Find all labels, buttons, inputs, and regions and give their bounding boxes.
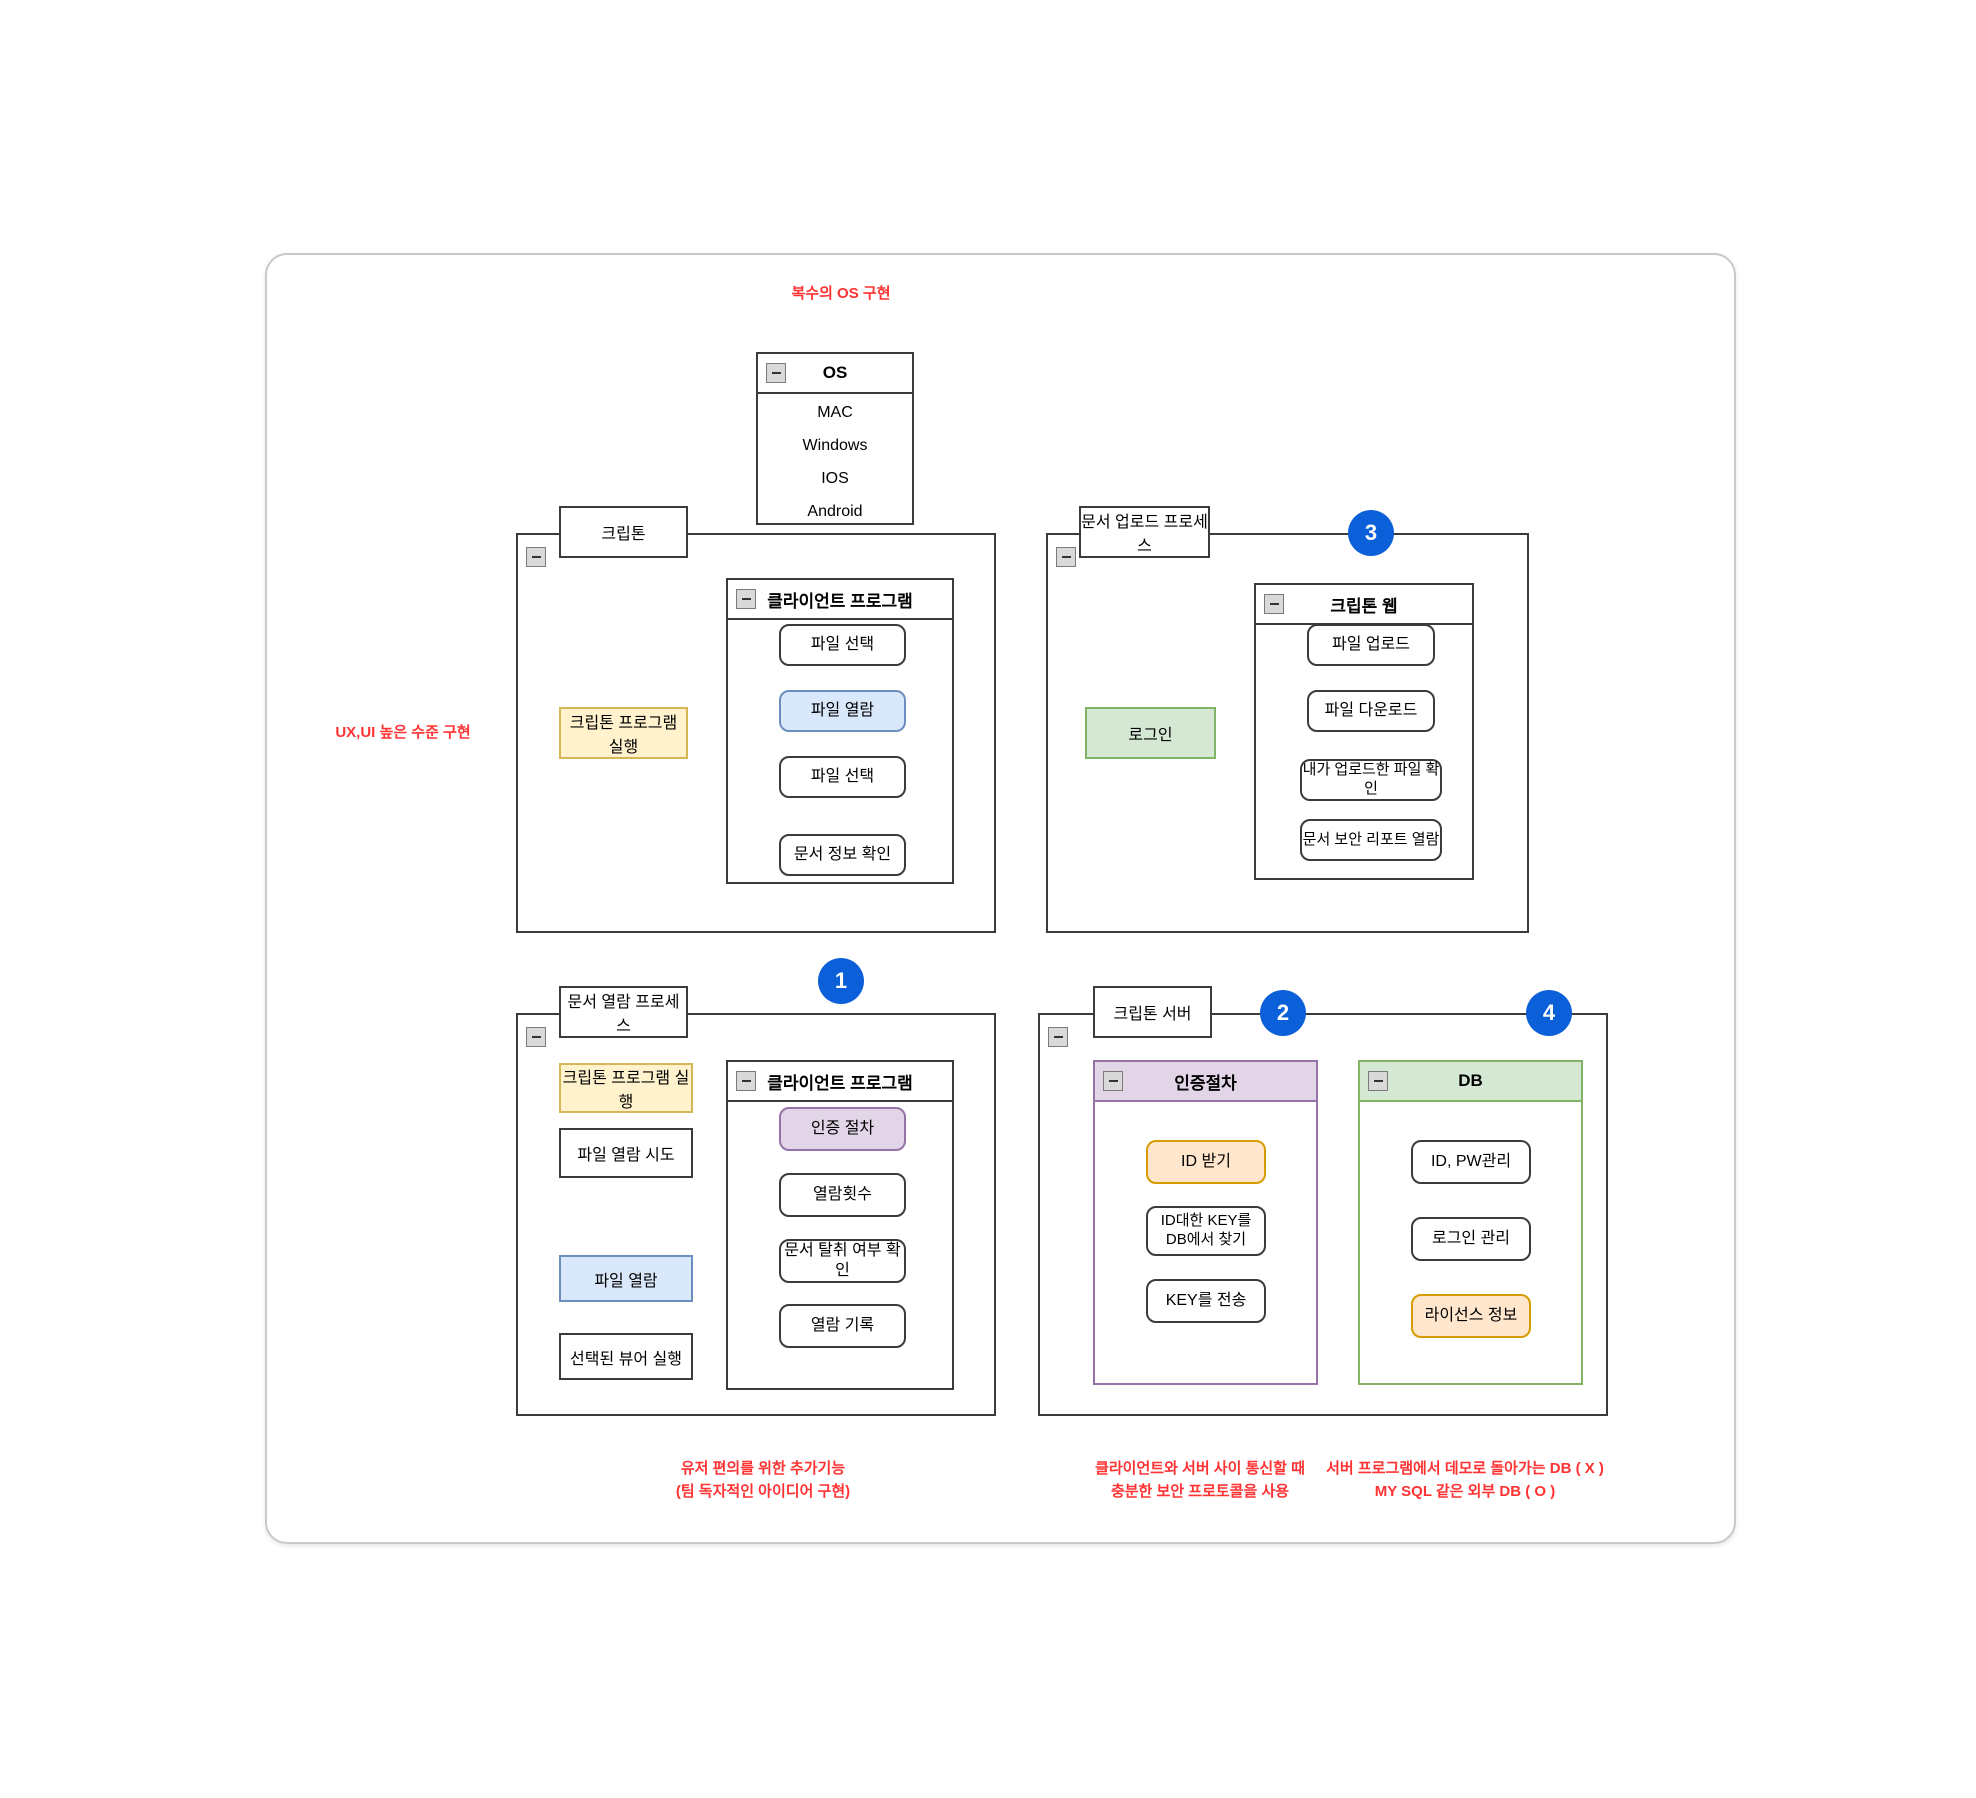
- tab-view-process[interactable]: 문서 열람 프로세스: [559, 986, 688, 1038]
- os-item: IOS: [821, 470, 849, 487]
- tab-크립톤[interactable]: 크립톤: [559, 506, 688, 558]
- os-title-label: OS: [822, 363, 848, 382]
- badge-1[interactable]: 1: [818, 958, 864, 1004]
- upload-action-0[interactable]: 파일 업로드: [1307, 624, 1435, 666]
- frame-client-program-title: 클라이언트 프로그램: [728, 580, 952, 620]
- panel-upload: [1046, 533, 1529, 933]
- collapse-icon[interactable]: [1103, 1071, 1123, 1091]
- frame-title-label: 크립톤 웹: [1330, 596, 1398, 616]
- client-trigger[interactable]: 크립톤 프로그램 실행: [559, 707, 688, 759]
- tab-upload-process[interactable]: 문서 업로드 프로세스: [1079, 506, 1210, 558]
- frame-title-label: 인증절차: [1174, 1073, 1237, 1093]
- tab-krypton-server[interactable]: 크립톤 서버: [1093, 986, 1212, 1038]
- collapse-icon[interactable]: [766, 363, 786, 383]
- upload-action-1[interactable]: 파일 다운로드: [1307, 690, 1435, 732]
- os-item: Windows: [802, 437, 868, 454]
- note-db: 서버 프로그램에서 데모로 돌아가는 DB ( X ) MY SQL 같은 외부…: [1326, 1460, 1604, 1500]
- frame-title-label: 클라이언트 프로그램: [767, 591, 913, 611]
- frame-db-title: DB: [1360, 1062, 1581, 1102]
- upload-trigger[interactable]: 로그인: [1085, 707, 1216, 759]
- collapse-icon[interactable]: [1056, 547, 1076, 567]
- badge-2[interactable]: 2: [1260, 990, 1306, 1036]
- os-item: MAC: [817, 404, 853, 421]
- panel-view: [516, 1013, 996, 1416]
- collapse-icon[interactable]: [1264, 594, 1284, 614]
- note-os: 복수의 OS 구현: [791, 285, 891, 302]
- frame-auth-border: [1093, 1060, 1318, 1385]
- note-extra: 유저 편의를 위한 추가기능 (팀 독자적인 아이디어 구현): [675, 1460, 851, 1500]
- db-item-2[interactable]: 라이선스 정보: [1411, 1294, 1531, 1338]
- frame-krypton-web-title: 크립톤 웹: [1256, 585, 1472, 625]
- db-item-0[interactable]: ID, PW관리: [1411, 1140, 1531, 1184]
- client-action-0[interactable]: 파일 선택: [779, 624, 906, 666]
- collapse-icon[interactable]: [736, 589, 756, 609]
- panel-server: [1038, 1013, 1608, 1416]
- note-protocol: 클라이언트와 서버 사이 통신할 때 충분한 보안 프로토콜을 사용: [1095, 1460, 1305, 1500]
- frame-db-border: [1358, 1060, 1583, 1385]
- frame-view-client-program-title: 클라이언트 프로그램: [728, 1062, 952, 1102]
- note-ux: UX,UI 높은 수준 구현: [335, 724, 471, 741]
- frame-title-label: 클라이언트 프로그램: [767, 1073, 913, 1093]
- view-action-2[interactable]: 문서 탈취 여부 확인: [779, 1239, 906, 1283]
- view-flow-0[interactable]: 크립톤 프로그램 실행: [559, 1063, 693, 1113]
- os-card-body: MAC Windows IOS Android: [758, 394, 912, 525]
- view-flow-2[interactable]: 파일 열람: [559, 1255, 693, 1302]
- client-action-3[interactable]: 문서 정보 확인: [779, 834, 906, 876]
- client-action-1[interactable]: 파일 열람: [779, 690, 906, 732]
- view-flow-1[interactable]: 파일 열람 시도: [559, 1128, 693, 1178]
- client-action-2[interactable]: 파일 선택: [779, 756, 906, 798]
- upload-action-2[interactable]: 내가 업로드한 파일 확인: [1300, 759, 1442, 801]
- collapse-icon[interactable]: [1368, 1071, 1388, 1091]
- view-action-0[interactable]: 인증 절차: [779, 1107, 906, 1151]
- db-item-1[interactable]: 로그인 관리: [1411, 1217, 1531, 1261]
- collapse-icon[interactable]: [736, 1071, 756, 1091]
- badge-3[interactable]: 3: [1348, 510, 1394, 556]
- upload-action-3[interactable]: 문서 보안 리포트 열람: [1300, 819, 1442, 861]
- badge-4[interactable]: 4: [1526, 990, 1572, 1036]
- panel-client: [516, 533, 996, 933]
- auth-item-1[interactable]: ID대한 KEY를 DB에서 찾기: [1146, 1206, 1266, 1256]
- os-card: OS MAC Windows IOS Android: [756, 352, 914, 525]
- auth-item-2[interactable]: KEY를 전송: [1146, 1279, 1266, 1323]
- auth-item-0[interactable]: ID 받기: [1146, 1140, 1266, 1184]
- collapse-icon[interactable]: [526, 547, 546, 567]
- frame-title-label: DB: [1458, 1071, 1483, 1090]
- frame-auth-title: 인증절차: [1095, 1062, 1316, 1102]
- os-item: Android: [807, 503, 863, 520]
- collapse-icon[interactable]: [526, 1027, 546, 1047]
- view-action-3[interactable]: 열람 기록: [779, 1304, 906, 1348]
- os-card-title: OS: [758, 354, 912, 394]
- collapse-icon[interactable]: [1048, 1027, 1068, 1047]
- view-action-1[interactable]: 열람횟수: [779, 1173, 906, 1217]
- view-flow-3[interactable]: 선택된 뷰어 실행: [559, 1333, 693, 1380]
